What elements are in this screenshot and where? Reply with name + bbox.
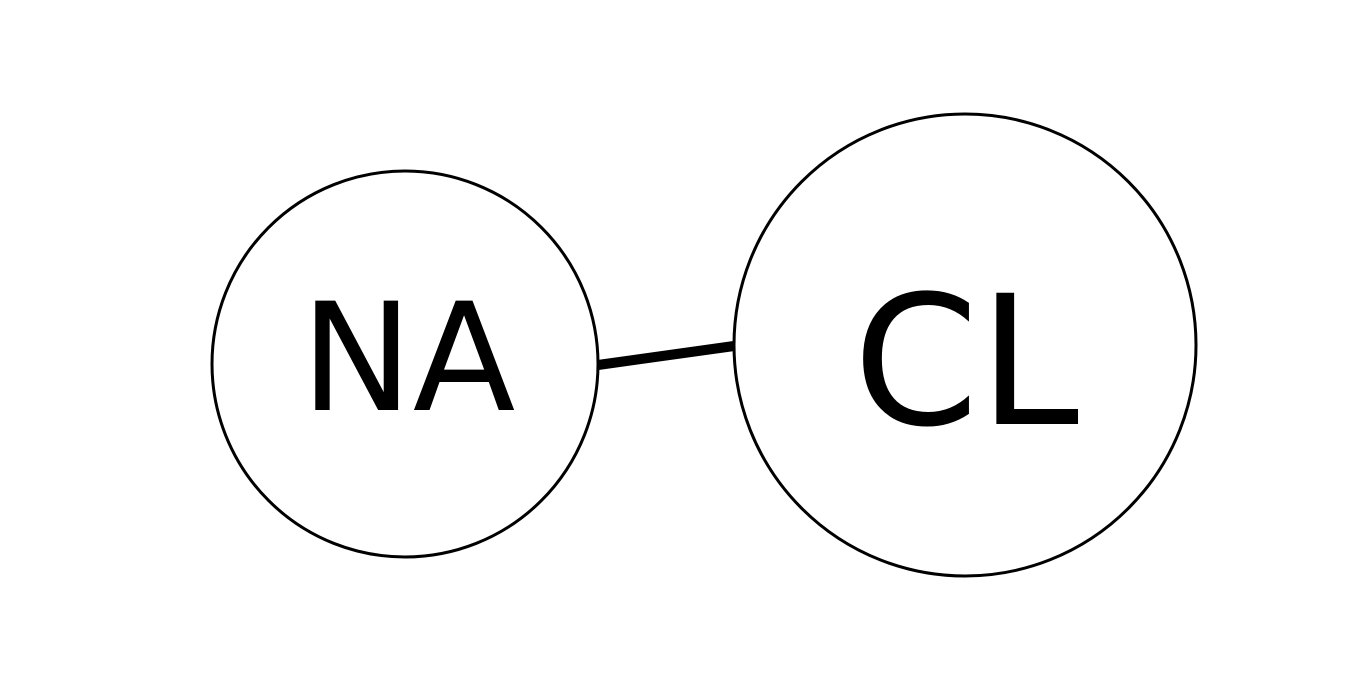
node-cl-circle bbox=[732, 112, 1198, 578]
bond-edge bbox=[597, 341, 735, 370]
node-na-circle bbox=[210, 169, 600, 559]
node-cl-label: CL bbox=[853, 258, 1079, 467]
node-cl: CL bbox=[732, 112, 1198, 578]
node-na-label: NA bbox=[301, 272, 516, 446]
node-na: NA bbox=[210, 169, 600, 559]
